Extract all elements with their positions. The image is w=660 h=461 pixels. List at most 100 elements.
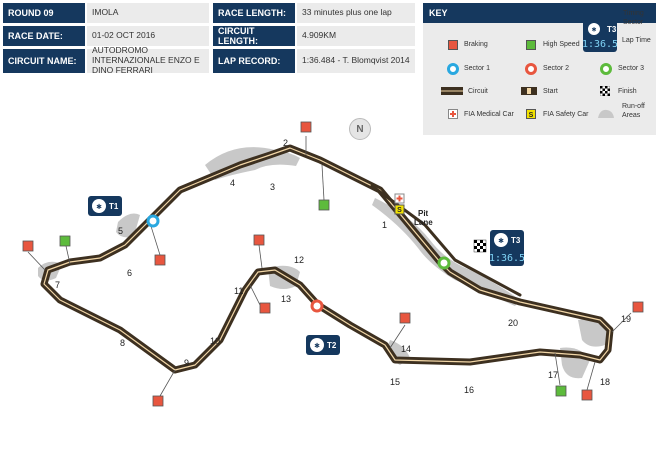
map-key-panel: KEY ✱ T3 1:36.5 Timing Sector Lap Time B… — [423, 3, 656, 135]
runoff-key-icon — [598, 109, 614, 118]
t3-timing-badge: ✱ T3 1:36.5 — [489, 230, 525, 266]
key-timing-sector-text: Timing Sector — [623, 10, 644, 26]
t1-timing-icon: ✱ T1 — [92, 199, 119, 213]
key-braking-text: Braking — [464, 41, 488, 48]
race-length-value: 33 minutes plus one lap — [297, 3, 415, 23]
circuit-name-value: AUTODROMO INTERNAZIONALE ENZO E DINO FER… — [87, 45, 209, 75]
medical-car-icon — [394, 193, 405, 204]
safety-car-key-icon: S — [526, 109, 536, 119]
turn-19-label: 19 — [621, 314, 631, 324]
circuit-length-value: 4.909KM — [297, 26, 415, 46]
svg-text:S: S — [529, 112, 534, 119]
high-speed-markers — [59, 164, 567, 397]
turn-17-label: 17 — [548, 370, 558, 380]
sector2-key-icon — [525, 63, 537, 75]
high-speed-key-icon — [526, 40, 536, 50]
braking-marker-icon — [22, 240, 34, 252]
info-row-round: ROUND 09 IMOLA RACE LENGTH: 33 minutes p… — [3, 3, 415, 23]
t2-timing-icon: ✱ T2 — [310, 338, 337, 352]
turn-6-label: 6 — [127, 268, 132, 278]
braking-marker-icon — [253, 234, 265, 246]
finish-flag-icon — [473, 239, 487, 253]
key-finish-text: Finish — [618, 88, 637, 95]
turn-15-label: 15 — [390, 377, 400, 387]
round-value: IMOLA — [87, 3, 209, 23]
t1-label: T1 — [109, 202, 119, 211]
svg-text:✱: ✱ — [498, 237, 504, 245]
turn-16-label: 16 — [464, 385, 474, 395]
turn-14-label: 14 — [401, 344, 411, 354]
lap-record-label: LAP RECORD: — [213, 49, 295, 73]
race-date-label: RACE DATE: — [3, 26, 85, 46]
finish-flag-key-icon — [600, 86, 610, 96]
safety-car-icon: S — [394, 204, 405, 215]
key-sample-time: 1:36.5 — [583, 39, 617, 50]
turn-13-label: 13 — [281, 294, 291, 304]
key-safety-car-text: FIA Safety Car — [543, 111, 589, 118]
pit-lane-label-line1: Pit — [418, 209, 429, 218]
turn-3-label: 3 — [270, 182, 275, 192]
info-row-name: CIRCUIT NAME: AUTODROMO INTERNAZIONALE E… — [3, 45, 415, 75]
t2-label: T2 — [327, 341, 337, 350]
start-key-icon — [521, 87, 537, 95]
race-length-label: RACE LENGTH: — [213, 3, 295, 23]
turn-11-label: 11 — [234, 286, 243, 296]
sector3-key-icon — [600, 63, 612, 75]
svg-text:✱: ✱ — [96, 203, 102, 211]
turn-12-label: 12 — [294, 255, 304, 265]
braking-key-icon — [448, 40, 458, 50]
t3-time: 1:36.5 — [490, 253, 524, 264]
key-lap-time-text: Lap Time — [622, 37, 651, 44]
key-start-text: Start — [543, 88, 558, 95]
high-speed-marker-icon — [59, 235, 71, 247]
braking-marker-icon — [300, 121, 312, 133]
medical-car-key-icon — [448, 109, 458, 119]
braking-marker-icon — [399, 312, 411, 324]
circuit-length-label: CIRCUIT LENGTH: — [213, 26, 295, 46]
t2-timing-badge: ✱ T2 — [306, 335, 340, 355]
svg-text:✱: ✱ — [591, 27, 596, 34]
turn-4-label: 4 — [230, 178, 235, 188]
key-timing-sector-icon: ✱ T3 1:36.5 — [582, 23, 618, 50]
turn-numbers: 1 2 3 4 5 6 7 8 9 10 11 12 13 14 15 16 1… — [55, 138, 631, 395]
turn-8-label: 8 — [120, 338, 125, 348]
key-sector2-text: Sector 2 — [543, 65, 570, 72]
round-label: ROUND 09 — [3, 3, 85, 23]
key-sector3-text: Sector 3 — [618, 65, 645, 72]
key-sample-sector: T3 — [607, 25, 617, 34]
key-sector1-text: Sector 1 — [464, 65, 491, 72]
circuit-key-icon — [441, 87, 463, 95]
pit-lane-label-line2: Lane — [414, 218, 433, 227]
high-speed-marker-icon — [555, 385, 567, 397]
sector1-key-icon — [447, 63, 459, 75]
key-title: KEY — [423, 3, 656, 23]
sector2-marker-icon — [310, 299, 324, 313]
sector1-marker-icon — [146, 214, 160, 228]
turn-1-label: 1 — [382, 220, 387, 230]
circuit-name-label: CIRCUIT NAME: — [3, 49, 85, 73]
braking-marker-icon — [632, 301, 644, 313]
lap-record-value: 1:36.484 - T. Blomqvist 2014 — [297, 49, 415, 73]
key-circuit-text: Circuit — [468, 88, 488, 95]
north-compass-icon: N — [349, 118, 371, 140]
key-timing-badge: ✱ T3 1:36.5 — [582, 20, 618, 52]
braking-marker-icon — [154, 254, 166, 266]
key-high-speed-text: High Speed — [543, 41, 580, 48]
t1-timing-badge: ✱ T1 — [88, 196, 122, 216]
info-row-date: RACE DATE: 01-02 OCT 2016 CIRCUIT LENGTH… — [3, 26, 415, 46]
high-speed-marker-icon — [318, 199, 330, 211]
braking-marker-icon — [259, 302, 271, 314]
t3-timing-icon: ✱ T3 1:36.5 — [489, 233, 525, 264]
turn-9-label: 9 — [184, 358, 189, 368]
turn-10-label: 10 — [210, 336, 220, 346]
braking-marker-icon — [581, 389, 593, 401]
turn-7-label: 7 — [55, 280, 60, 290]
braking-markers — [22, 121, 644, 407]
key-medical-car-text: FIA Medical Car — [464, 111, 514, 118]
turn-20-label: 20 — [508, 318, 518, 328]
svg-text:✱: ✱ — [314, 342, 320, 350]
svg-text:S: S — [397, 207, 402, 214]
braking-marker-icon — [152, 395, 164, 407]
turn-5-label: 5 — [118, 226, 123, 236]
